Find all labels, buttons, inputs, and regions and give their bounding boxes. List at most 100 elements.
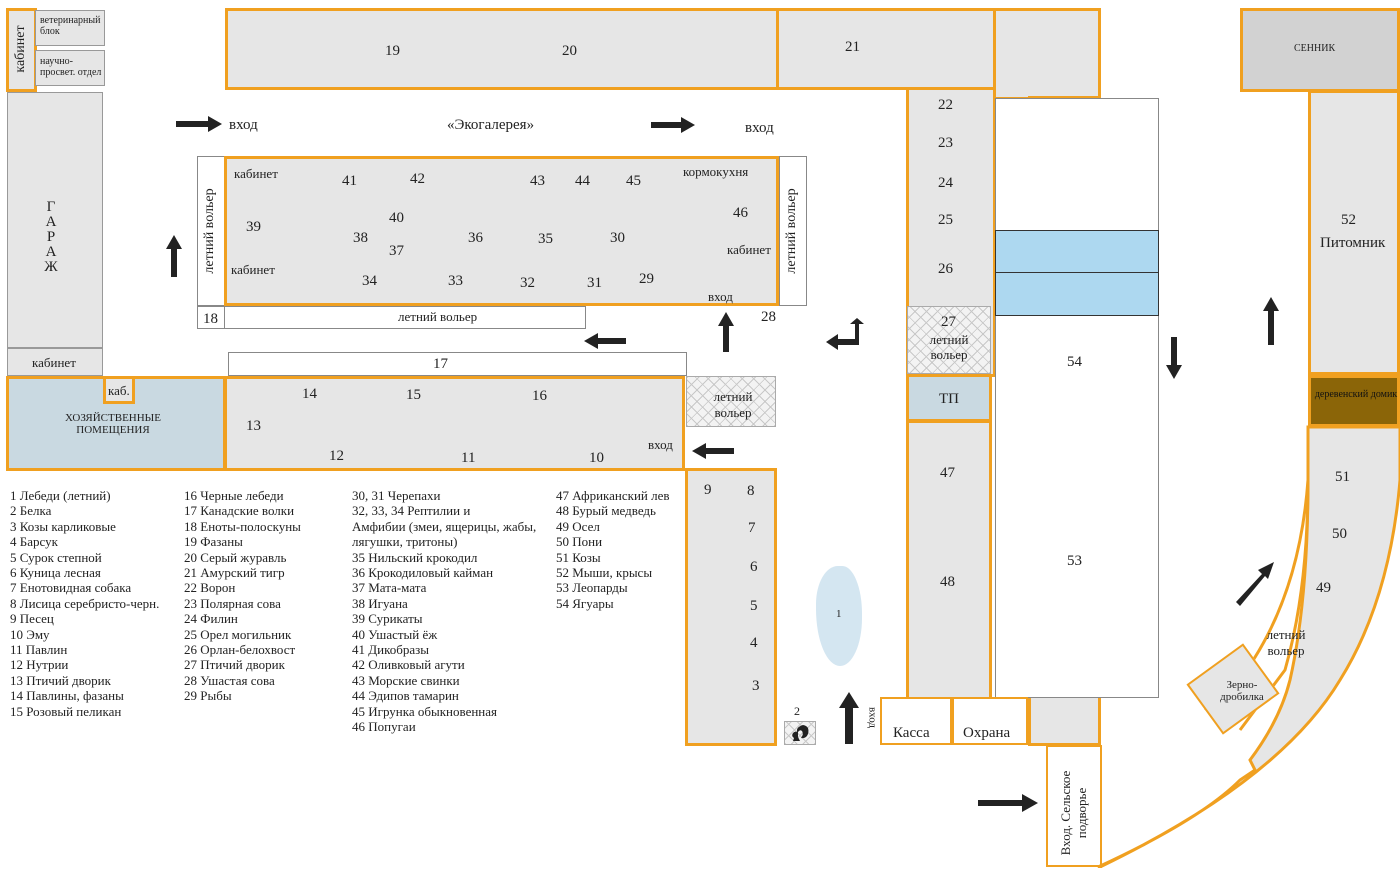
ecogallery-label: «Экогалерея» xyxy=(447,117,535,133)
legend-item: 47 Африканский лев xyxy=(556,488,670,503)
squirrel-icon xyxy=(792,725,809,741)
legend-item: 30, 31 Черепахи xyxy=(352,488,441,503)
swan-pond[interactable] xyxy=(816,566,862,666)
enclosure-19-20[interactable] xyxy=(225,8,779,90)
feed-kitchen: кормокухня xyxy=(683,164,749,179)
legend-item: 18 Еноты-полоскуны xyxy=(184,518,301,534)
label-33: 33 xyxy=(448,273,463,289)
main-entrance-label: вход xyxy=(866,706,879,729)
cashier[interactable] xyxy=(880,697,952,745)
label-47: 47 xyxy=(940,465,955,481)
label-30: 30 xyxy=(610,230,625,246)
ecogallery[interactable] xyxy=(224,156,779,306)
enclosure-10-16[interactable] xyxy=(224,376,685,471)
arrow-up-icon xyxy=(839,692,859,744)
label-5: 5 xyxy=(750,598,758,614)
office-left-bottom[interactable] xyxy=(7,348,103,376)
arrow-down-icon xyxy=(1166,337,1182,379)
label-34: 34 xyxy=(362,273,377,289)
security-label: Охрана xyxy=(963,725,1011,741)
label-16: 16 xyxy=(532,388,547,404)
pavilion-53-54[interactable] xyxy=(995,98,1159,698)
legend-item: 48 Бурый медведь xyxy=(556,503,656,519)
pool-2[interactable] xyxy=(995,272,1159,316)
legend-item: 43 Морские свинки xyxy=(352,672,460,688)
label-44: 44 xyxy=(575,173,590,189)
summer-enclosure-18[interactable] xyxy=(224,306,586,329)
legend-item: 21 Амурский тигр xyxy=(184,565,285,581)
farm-entrance[interactable] xyxy=(1046,745,1102,867)
label-27: 27 xyxy=(941,314,956,330)
arrow-up-icon xyxy=(166,235,182,277)
arrow-right-icon xyxy=(978,794,1038,812)
garage[interactable] xyxy=(7,92,103,348)
top-right-strip[interactable] xyxy=(993,8,1101,100)
label-26: 26 xyxy=(938,261,953,277)
nursery-num: 52 xyxy=(1341,212,1356,228)
arrow-right-icon xyxy=(176,116,222,132)
legend-item: 37 Мата-мата xyxy=(352,580,427,596)
enclosure-27[interactable] xyxy=(907,306,991,374)
tp-label: ТП xyxy=(939,391,959,407)
legend-item: 41 Дикобразы xyxy=(352,642,429,658)
legend-item: 42 Оливковый агути xyxy=(352,657,465,673)
legend-item: 35 Нильский крокодил xyxy=(352,549,478,565)
summer-enclosure-right-vert[interactable] xyxy=(779,156,807,306)
science-dept[interactable] xyxy=(35,50,105,86)
office-small[interactable] xyxy=(103,376,135,404)
legend-item: 54 Ягуары xyxy=(556,595,614,611)
legend-item: 12 Нутрии xyxy=(10,657,69,673)
nursery-label: Питомник xyxy=(1320,235,1386,251)
label-32: 32 xyxy=(520,275,535,291)
nursery[interactable] xyxy=(1308,90,1400,375)
enclosure-47-48[interactable] xyxy=(906,420,992,700)
hayloft[interactable] xyxy=(1240,8,1400,92)
vet-block[interactable] xyxy=(35,10,105,46)
village-house-label: деревенский домик xyxy=(1314,389,1398,400)
vet-block-label: ветеринарный блок xyxy=(40,15,101,37)
entrance-right-top: вход xyxy=(745,120,774,136)
label-22: 22 xyxy=(938,97,953,113)
label-8: 8 xyxy=(747,483,755,499)
label-13: 13 xyxy=(246,418,261,434)
enclosure-17[interactable] xyxy=(228,352,687,376)
entrance-eco: вход xyxy=(708,289,733,304)
label-17: 17 xyxy=(433,356,448,372)
label-4: 4 xyxy=(750,635,758,651)
curved-band[interactable] xyxy=(1040,420,1400,868)
label-10: 10 xyxy=(589,450,604,466)
legend-item: 8 Лисица серебристо-черн. xyxy=(10,595,160,611)
legend-item: 39 Сурикаты xyxy=(352,611,423,627)
label-7: 7 xyxy=(748,520,756,536)
office-left-top[interactable] xyxy=(6,8,37,92)
label-14: 14 xyxy=(302,386,317,402)
label-53: 53 xyxy=(1067,553,1082,569)
arrow-left-icon xyxy=(584,333,626,349)
label-54: 54 xyxy=(1067,354,1082,370)
summer-enclosure-center[interactable] xyxy=(686,376,776,427)
legend-item: 51 Козы xyxy=(556,549,601,565)
legend-item: 5 Сурок степной xyxy=(10,549,102,565)
label-40: 40 xyxy=(389,210,404,226)
summer-enclosure-right-vert-label: летний вольер xyxy=(784,188,799,274)
label-39: 39 xyxy=(246,219,261,235)
security[interactable] xyxy=(952,697,1028,745)
summer-enclosure-right: летний вольер xyxy=(1266,627,1306,658)
label-35: 35 xyxy=(538,231,553,247)
label-36: 36 xyxy=(468,230,483,246)
office-eco-1: кабинет xyxy=(234,166,278,181)
summer-enclosure-left-label: летний вольер xyxy=(202,188,217,274)
legend-item: 32, 33, 34 Рептилии и xyxy=(352,503,471,519)
utility-rooms-label: ХОЗЯЙСТВЕННЫЕ ПОМЕЩЕНИЯ xyxy=(64,412,161,436)
label-6: 6 xyxy=(750,559,758,575)
office-eco-2: кабинет xyxy=(231,262,275,277)
enclosure-3-9[interactable] xyxy=(685,468,777,746)
label-25: 25 xyxy=(938,212,953,228)
entrance-10-16: вход xyxy=(648,437,673,452)
label-24: 24 xyxy=(938,175,953,191)
village-house[interactable] xyxy=(1308,375,1400,427)
garage-label: ГАРАЖ xyxy=(44,199,58,275)
pool-1[interactable] xyxy=(995,230,1159,273)
label-51: 51 xyxy=(1335,469,1350,485)
enclosure-21[interactable] xyxy=(776,8,996,90)
